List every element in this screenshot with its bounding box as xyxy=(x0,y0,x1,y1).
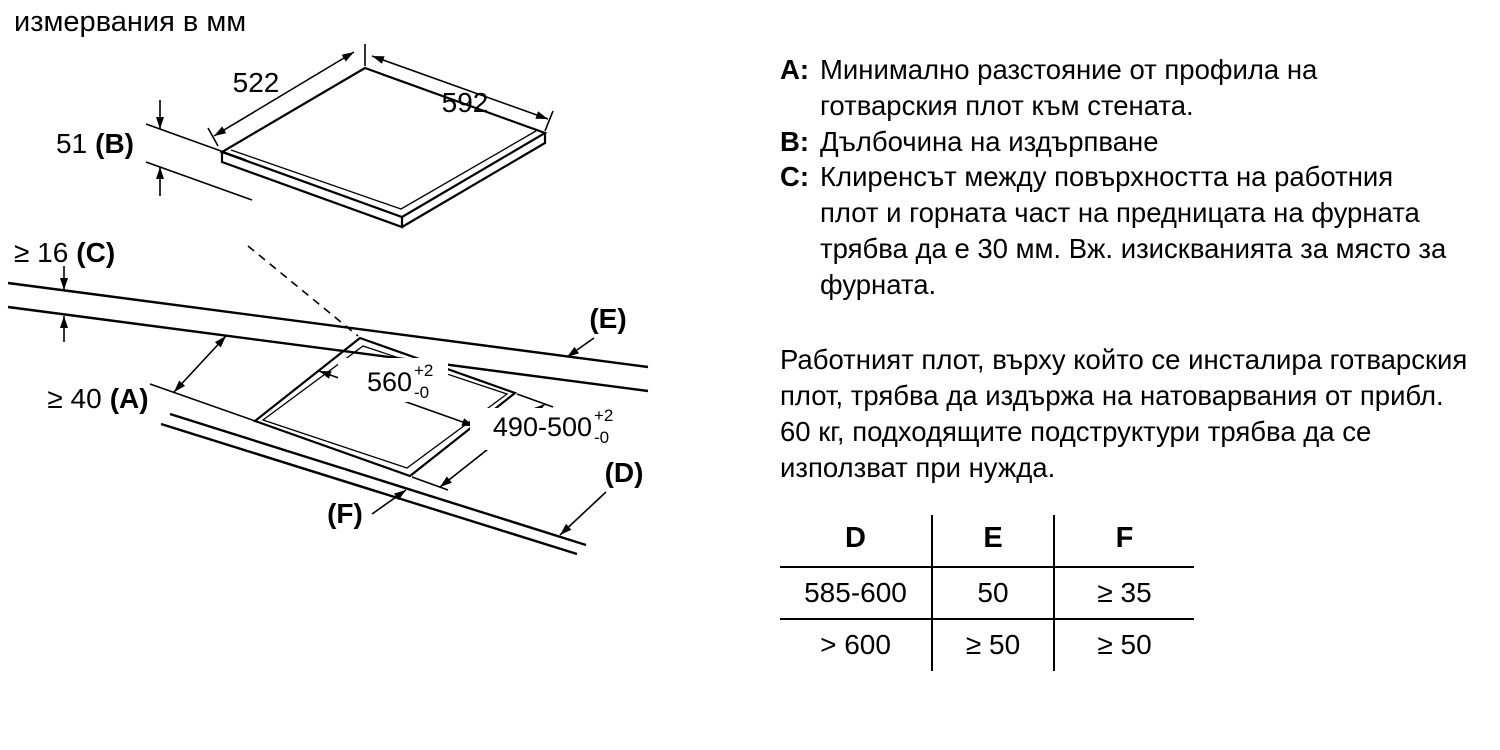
dim-cutout-560: 560 +2 -0 xyxy=(318,358,475,427)
dim-51B-label: 51(B) xyxy=(56,128,134,159)
legend-text-B: Дълбочина на издърпване xyxy=(820,125,1159,157)
legend-text-C: Клиренсът между повърхността на работния… xyxy=(820,161,1447,300)
dim-560-tol-lower: -0 xyxy=(414,383,429,402)
label-E-group: (E) xyxy=(566,303,627,358)
table-row: 585-600 50 ≥ 35 xyxy=(780,566,1194,621)
dim-560-label: 560 xyxy=(367,367,412,397)
dim-490-500-tol-lower: -0 xyxy=(594,428,609,447)
table-header-row: D E F xyxy=(780,515,1194,568)
legend-letter-C: C: xyxy=(780,161,810,193)
dim-560-tol-upper: +2 xyxy=(414,361,433,380)
legend-text-A: Минимално разстояние от профила на готва… xyxy=(820,54,1318,121)
dim-width-592: 592 xyxy=(371,55,554,132)
text-column: A: Минимално разстояние от профила на го… xyxy=(780,52,1490,671)
legend-letter-A: A: xyxy=(780,54,810,85)
table-cell: 50 xyxy=(931,566,1054,621)
table-header-E: E xyxy=(931,515,1054,568)
dim-depth-522: 522 xyxy=(207,44,366,147)
dimension-table: D E F 585-600 50 ≥ 35 > 600 ≥ 50 ≥ 50 xyxy=(780,515,1194,671)
dim-pullout-51B: 51(B) xyxy=(56,100,253,201)
legend-letter-B: B: xyxy=(780,125,810,157)
dim-40A-label: ≥ 40(A) xyxy=(47,383,148,414)
worktop-load-paragraph: Работният плот, върху който се инсталира… xyxy=(780,344,1468,483)
table-cell: > 600 xyxy=(820,629,891,661)
installation-diagram: 522 592 51(B) ≥ 16(C) xyxy=(7,44,649,556)
legend: A: Минимално разстояние от профила на го… xyxy=(780,52,1490,302)
label-D-group: (D) xyxy=(559,457,644,536)
table-header-D: D xyxy=(780,515,932,568)
dim-thickness-16C: ≥ 16(C) xyxy=(14,237,115,342)
legend-item-C: C: Клиренсът между повърхността на работ… xyxy=(780,159,1490,302)
worktop-front-edge xyxy=(160,412,587,556)
dim-490-500-label: 490-500 xyxy=(493,412,592,442)
table-cell: ≥ 50 xyxy=(1053,619,1194,671)
table-cell: ≥ 35 xyxy=(1053,566,1194,621)
dim-cutout-490-500: 490-500 +2 -0 xyxy=(411,393,622,491)
units-label: измервания в мм xyxy=(14,6,247,38)
label-F: (F) xyxy=(327,498,363,529)
dim-490-500-tol-upper: +2 xyxy=(594,406,613,425)
legend-item-B: B: Дълбочина на издърпване xyxy=(780,124,1490,160)
table-cell: ≥ 50 xyxy=(931,619,1054,671)
label-E: (E) xyxy=(589,303,626,334)
label-F-group: (F) xyxy=(327,489,407,529)
table-cell: 585-600 xyxy=(780,566,932,621)
table-row: > 600 ≥ 50 ≥ 50 xyxy=(780,619,1194,671)
label-D: (D) xyxy=(605,457,644,488)
dim-522-label: 522 xyxy=(233,67,280,98)
legend-item-A: A: Минимално разстояние от профила на го… xyxy=(780,52,1490,124)
dim-wall-40A: ≥ 40(A) xyxy=(47,335,259,423)
dim-16C-label: ≥ 16(C) xyxy=(14,237,115,268)
table-header-F: F xyxy=(1053,515,1194,568)
alignment-dashed-line xyxy=(247,245,359,337)
dim-592-label: 592 xyxy=(442,87,489,118)
worktop-back-edge xyxy=(7,281,649,393)
